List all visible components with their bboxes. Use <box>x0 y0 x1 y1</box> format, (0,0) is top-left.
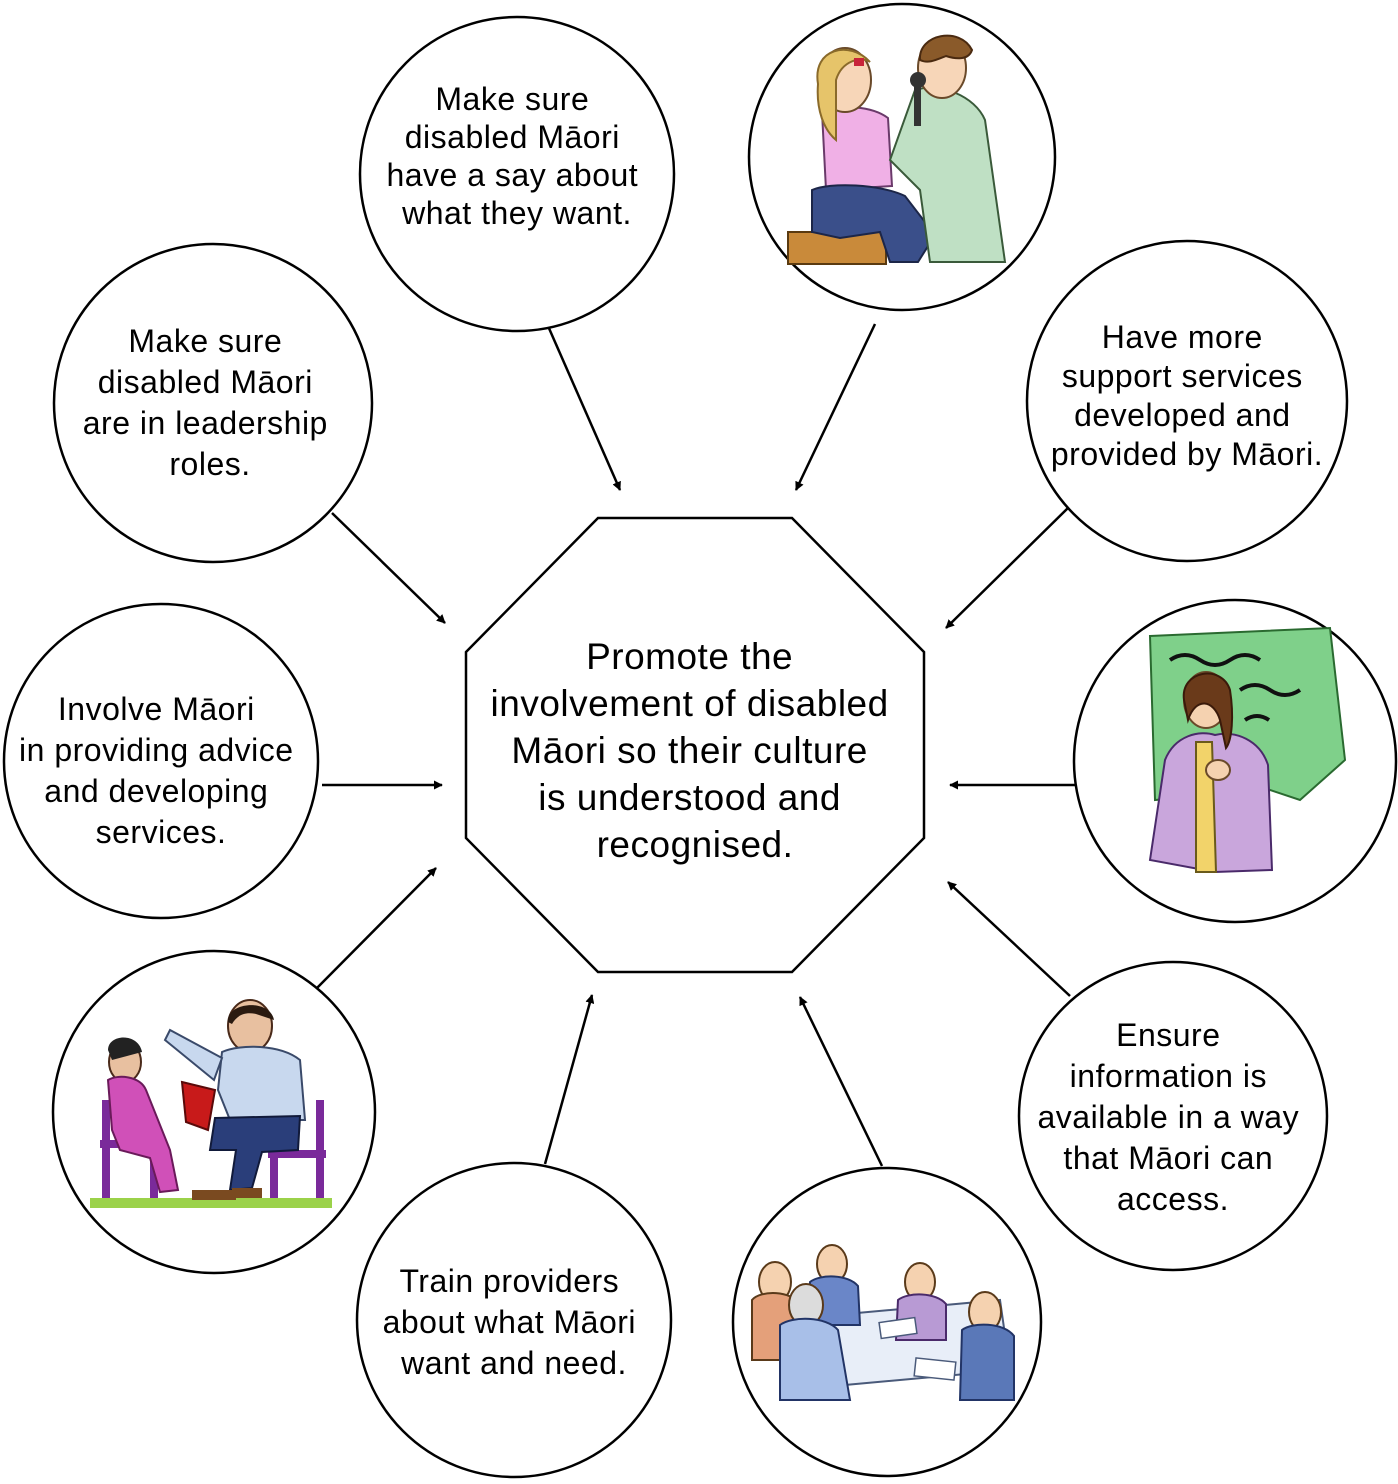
node-text: Train providers about what Māori want an… <box>383 1263 646 1381</box>
teacher-signing-at-board-illustration <box>1148 626 1347 874</box>
arrow-support <box>945 505 1071 629</box>
node-text: Have more support services developed and… <box>1051 319 1323 472</box>
node-circle <box>51 949 377 1275</box>
node-meeting <box>731 1166 1043 1478</box>
center-octagon <box>464 516 926 974</box>
center-node: Promote the involvement of disabled Māor… <box>464 516 926 974</box>
node-circle <box>358 15 676 333</box>
arrows <box>312 323 1078 1167</box>
node-text: Make sure disabled Māori are in leadersh… <box>83 323 337 482</box>
node-teacher <box>1072 598 1398 924</box>
node-information: Ensure information is available in a way… <box>1017 960 1329 1272</box>
center-line: involvement of disabled <box>491 683 889 724</box>
node-circle <box>2 602 320 920</box>
arrow-meeting <box>798 996 884 1167</box>
arrow-say <box>546 325 622 491</box>
node-circle <box>355 1161 673 1479</box>
node-text: Ensure information is available in a way… <box>1038 1017 1309 1217</box>
node-circle <box>1025 239 1349 563</box>
node-reading <box>51 949 377 1275</box>
arrow-eye-exam <box>794 323 877 491</box>
node-circle <box>52 242 374 564</box>
node-text: Involve Māori in providing advice and de… <box>19 691 303 850</box>
node-eye-exam <box>747 2 1057 312</box>
node-circle <box>1017 960 1329 1272</box>
node-text: Make sure disabled Māori have a say abou… <box>386 81 647 231</box>
center-line: is understood and <box>538 777 841 818</box>
group-meeting-at-table-illustration <box>751 1244 1015 1401</box>
adult-reading-to-child-illustration <box>90 999 332 1208</box>
doctor-examining-child-illustration <box>787 34 1007 265</box>
node-have-a-say: Make sure disabled Māori have a say abou… <box>358 15 676 333</box>
arrow-info <box>947 881 1071 997</box>
center-line: Māori so their culture <box>511 730 867 771</box>
node-leadership: Make sure disabled Māori are in leadersh… <box>52 242 374 564</box>
node-involve: Involve Māori in providing advice and de… <box>2 602 320 920</box>
center-text: Promote the involvement of disabled Māor… <box>491 636 900 865</box>
arrow-train <box>543 994 595 1165</box>
center-line: Promote the <box>586 636 793 677</box>
center-line: recognised. <box>597 824 794 865</box>
node-support-services: Have more support services developed and… <box>1025 239 1349 563</box>
arrow-leadership <box>331 512 446 624</box>
arrow-reading <box>312 867 437 993</box>
node-train-providers: Train providers about what Māori want an… <box>355 1161 673 1479</box>
